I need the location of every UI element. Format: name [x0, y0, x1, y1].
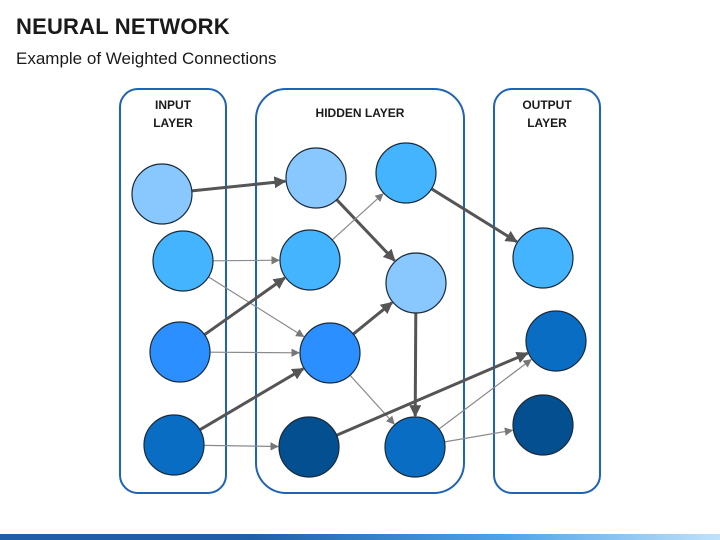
- connection-in3-h3: [209, 348, 300, 357]
- node-h1: [285, 147, 347, 209]
- node-h3: [299, 322, 361, 384]
- node-h2: [279, 229, 341, 291]
- output-layer-label-line2: LAYER: [527, 116, 567, 130]
- connection-in4-h3: [199, 367, 305, 432]
- connection-h6-h7: [409, 312, 422, 418]
- node-h6: [385, 252, 447, 314]
- node-h5: [375, 142, 437, 204]
- connection-in1-h1: [191, 176, 287, 193]
- node-in3: [149, 321, 211, 383]
- connection-in2-h2: [212, 256, 280, 265]
- node-in2: [152, 230, 214, 292]
- connection-in4-h4: [203, 442, 279, 451]
- nodes-group: [131, 142, 587, 478]
- node-h7: [384, 416, 446, 478]
- connection-h2-h5: [331, 193, 384, 241]
- hidden-layer-label: HIDDEN LAYER: [316, 106, 405, 120]
- input-layer-label-line1: INPUT: [155, 98, 192, 112]
- connection-h5-out1: [430, 187, 518, 243]
- input-layer-label-line2: LAYER: [153, 116, 193, 130]
- output-layer-box: [493, 88, 601, 494]
- connections-group: [191, 176, 532, 451]
- footer-gradient-bar: [0, 534, 720, 540]
- node-in1: [131, 163, 193, 225]
- connection-h1-h6: [335, 198, 396, 262]
- page-subtitle: Example of Weighted Connections: [16, 49, 277, 68]
- connection-in2-h3: [208, 276, 305, 338]
- node-out3: [512, 394, 574, 456]
- connection-h7-out3: [444, 427, 514, 443]
- connection-h7-out2: [438, 359, 532, 430]
- connection-in3-h2: [203, 276, 286, 336]
- connection-h3-h6: [352, 301, 393, 336]
- connection-h4-out2: [336, 351, 529, 437]
- output-layer-label-line1: OUTPUT: [522, 98, 572, 112]
- connection-h3-h7: [349, 374, 395, 425]
- node-out2: [525, 310, 587, 372]
- node-in4: [143, 414, 205, 476]
- node-out1: [512, 227, 574, 289]
- page-title: NEURAL NETWORK: [16, 14, 230, 39]
- node-h4: [278, 416, 340, 478]
